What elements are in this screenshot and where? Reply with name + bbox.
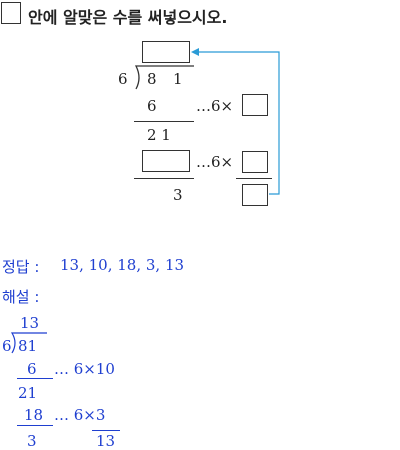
explanation-product2-note: … 6×3 [54,406,106,424]
divisor: 6 [118,70,128,88]
dividend-digit-ones: 1 [173,70,183,88]
explanation-line-1 [17,378,53,379]
blank-box-icon [1,2,21,24]
division-bracket-icon [134,65,194,90]
explanation-final-remainder: 3 [27,432,37,450]
explanation-bracket-icon [10,332,47,354]
product2-note: …6× [196,153,234,171]
explanation-note-value: 13 [96,432,116,450]
subtraction-line-2 [134,178,194,179]
final-remainder: 3 [173,186,183,204]
answer-label: 정답 : [2,258,40,276]
product1: 6 [147,97,157,115]
explanation-quotient: 13 [20,314,40,332]
instruction-text: 안에 알맞은 수를 써넣으시오. [28,8,228,27]
product2-input-box[interactable] [142,150,190,172]
dividend-digit-tens: 8 [147,70,157,88]
explanation-line-2 [17,425,53,426]
subtraction-line-1 [134,121,194,122]
explanation-remainder1: 21 [18,384,38,402]
quotient-input-box[interactable] [142,41,190,63]
product1-note: …6× [196,97,234,115]
explanation-dividend: 81 [18,337,38,355]
explanation-divisor: 6 [2,337,12,355]
explanation-fraction-line [92,430,120,431]
explanation-product1: 6 [27,360,37,378]
explanation-label: 해설 : [2,288,40,306]
result-input-box[interactable] [242,184,268,206]
explanation-product2: 18 [24,406,44,424]
connector-arrow-icon [191,48,280,195]
explanation-product1-note: … 6×10 [54,360,115,378]
remainder1: 2 1 [147,126,171,144]
multiplier1-input-box[interactable] [242,94,268,116]
fraction-line [236,178,272,179]
answer-values: 13, 10, 18, 3, 13 [60,256,185,274]
multiplier2-input-box[interactable] [242,151,268,173]
